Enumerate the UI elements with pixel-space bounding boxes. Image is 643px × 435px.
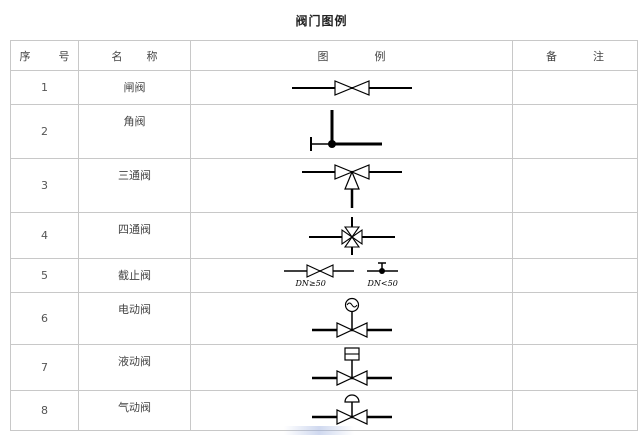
header-name: 名称 — [78, 40, 191, 71]
scroll-shade — [284, 426, 354, 435]
row-number: 1 — [10, 70, 79, 105]
angle-valve-icon — [309, 109, 382, 151]
valve-legend-table: 序号 名称 图例 备注 1 闸阀 2 角阀 — [10, 40, 638, 431]
row-name: 闸阀 — [78, 70, 191, 105]
electric-valve-icon — [311, 297, 392, 338]
row-remarks — [512, 390, 638, 431]
table-row: 7 液动阀 — [10, 344, 638, 391]
row-symbol — [190, 104, 513, 159]
table-row: 2 角阀 — [10, 104, 638, 159]
table-row: 4 四通阀 — [10, 212, 638, 259]
pneumatic-valve-icon — [311, 393, 392, 425]
row-remarks — [512, 70, 638, 105]
row-symbol — [190, 158, 513, 213]
hydraulic-valve-icon — [311, 346, 392, 386]
row-number: 5 — [10, 258, 79, 293]
table-row: 3 三通阀 — [10, 158, 638, 213]
row-name: 四通阀 — [78, 212, 191, 259]
row-name: 液动阀 — [78, 344, 191, 391]
row-symbol — [190, 344, 513, 391]
row-name: 气动阀 — [78, 390, 191, 431]
row-remarks — [512, 212, 638, 259]
three-way-valve-icon — [301, 163, 402, 208]
row-remarks — [512, 258, 638, 293]
row-number: 7 — [10, 344, 79, 391]
row-number: 3 — [10, 158, 79, 213]
row-number: 2 — [10, 104, 79, 159]
header-symbol: 图例 — [190, 40, 513, 71]
row-name: 角阀 — [78, 104, 191, 159]
row-remarks — [512, 104, 638, 159]
page-title: 阀门图例 — [295, 14, 348, 28]
row-symbol: DN≥50 DN<50 — [190, 258, 513, 293]
label-dn-lt-50: DN<50 — [367, 278, 398, 288]
row-remarks — [512, 158, 638, 213]
table-row: 8 气动阀 — [10, 390, 638, 431]
row-symbol — [190, 292, 513, 345]
row-symbol — [190, 70, 513, 105]
table-row: 5 截止阀 DN≥50 DN<50 — [10, 258, 638, 293]
row-remarks — [512, 344, 638, 391]
row-name: 三通阀 — [78, 158, 191, 213]
header-number: 序号 — [10, 40, 79, 71]
header-row: 序号 名称 图例 备注 — [10, 40, 638, 71]
row-number: 4 — [10, 212, 79, 259]
row-name: 截止阀 — [78, 258, 191, 293]
row-symbol — [190, 390, 513, 431]
row-number: 6 — [10, 292, 79, 345]
row-symbol — [190, 212, 513, 259]
label-dn-ge-50: DN≥50 — [295, 278, 326, 288]
table-row: 1 闸阀 — [10, 70, 638, 105]
row-remarks — [512, 292, 638, 345]
row-name: 电动阀 — [78, 292, 191, 345]
header-remarks: 备注 — [512, 40, 638, 71]
gate-valve-icon — [291, 79, 412, 96]
row-number: 8 — [10, 390, 79, 431]
four-way-valve-icon — [308, 216, 395, 255]
table-row: 6 电动阀 — [10, 292, 638, 345]
globe-valve-icon — [283, 261, 398, 278]
